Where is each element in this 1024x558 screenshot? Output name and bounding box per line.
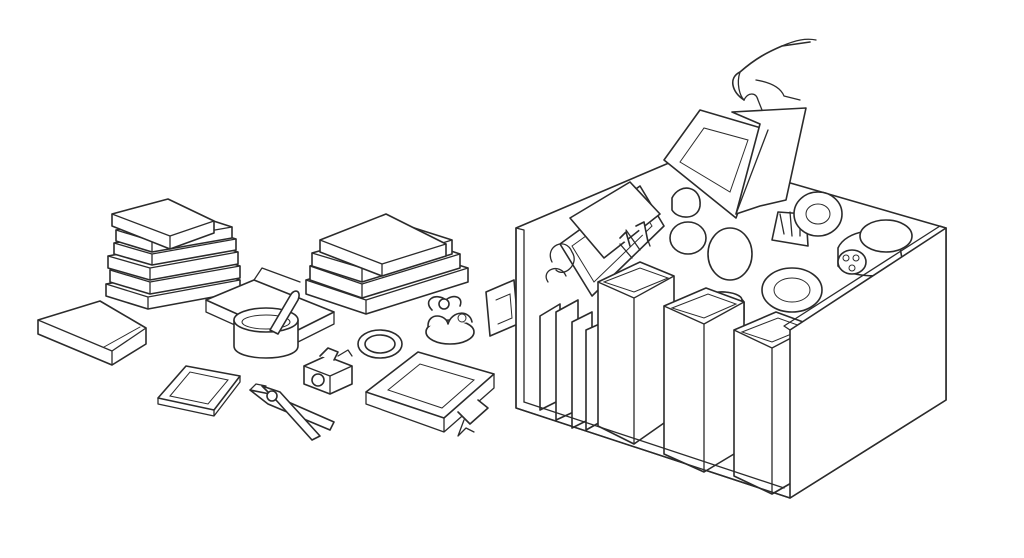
ring	[357, 329, 403, 359]
photo-frame	[157, 365, 241, 417]
book-stack-center	[305, 213, 469, 315]
figurine	[425, 295, 475, 345]
small-camera	[303, 347, 353, 395]
book-stack-left	[105, 198, 241, 310]
crate-cup-1	[597, 261, 675, 445]
storage-crate	[485, 107, 947, 499]
lying-book	[37, 300, 147, 366]
crate-cup-2	[663, 287, 745, 473]
hand-holding-frame	[732, 38, 817, 111]
picture-book-with-ribbon	[365, 351, 495, 437]
open-box-with-bowl	[205, 267, 335, 359]
pliers	[249, 383, 335, 441]
